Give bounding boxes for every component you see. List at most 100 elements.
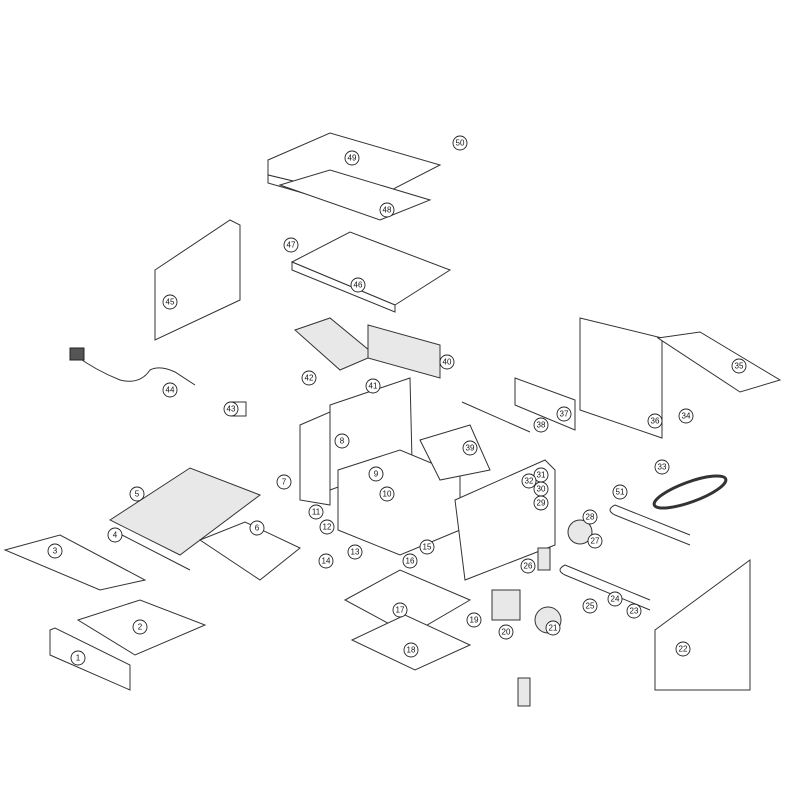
part-callout-50: 50	[452, 135, 468, 151]
part-callout-31: 31	[533, 467, 549, 483]
part-callout-15: 15	[419, 539, 435, 555]
callout-circle	[334, 433, 350, 449]
callout-number: 32	[525, 477, 534, 486]
callout-number: 27	[591, 537, 600, 546]
part-inner-panel	[290, 231, 452, 306]
callout-circle	[308, 504, 324, 520]
part-callout-9: 9	[368, 466, 384, 482]
callout-circle	[162, 294, 178, 310]
part-callout-37: 37	[556, 406, 572, 422]
part-callout-27: 27	[587, 533, 603, 549]
part-callout-6: 6	[249, 520, 265, 536]
part-callout-16: 16	[402, 553, 418, 569]
callout-number: 45	[166, 298, 175, 307]
callout-number: 6	[255, 524, 260, 533]
callout-circle	[276, 474, 292, 490]
part-callout-23: 23	[626, 603, 642, 619]
callout-number: 39	[466, 444, 475, 453]
callout-number: 1	[76, 654, 81, 663]
part-rear-cover	[579, 317, 663, 439]
part-callout-8: 8	[334, 433, 350, 449]
part-callout-47: 47	[283, 237, 299, 253]
callout-circle	[678, 408, 694, 424]
part-callout-39: 39	[462, 440, 478, 456]
part-back-panel	[419, 424, 491, 481]
callout-number: 16	[406, 557, 415, 566]
part-shaft-upper	[461, 401, 531, 433]
callout-circle	[545, 620, 561, 636]
part-control-panel	[367, 324, 441, 379]
part-callout-29: 29	[533, 495, 549, 511]
part-callout-17: 17	[392, 602, 408, 618]
callout-number: 5	[135, 490, 140, 499]
callout-circle	[647, 413, 663, 429]
part-foot-lower	[517, 677, 531, 707]
callout-circle	[626, 603, 642, 619]
callout-circle	[129, 486, 145, 502]
callout-circle	[283, 237, 299, 253]
callout-number: 13	[351, 548, 360, 557]
callout-circle	[132, 619, 148, 635]
part-front-panel	[49, 627, 131, 691]
callout-circle	[533, 417, 549, 433]
callout-number: 18	[407, 646, 416, 655]
callout-circle	[612, 484, 628, 500]
callout-circle	[347, 544, 363, 560]
part-callout-13: 13	[347, 544, 363, 560]
callout-circle	[379, 202, 395, 218]
callout-number: 15	[423, 543, 432, 552]
callout-number: 25	[586, 602, 595, 611]
callout-circle	[365, 378, 381, 394]
callout-circle	[439, 354, 455, 370]
part-motor	[491, 589, 521, 621]
callout-circle	[654, 459, 670, 475]
callout-number: 4	[113, 531, 118, 540]
part-shapes	[3, 132, 782, 707]
callout-number: 10	[383, 490, 392, 499]
part-callout-40: 40	[439, 354, 455, 370]
part-callout-21: 21	[545, 620, 561, 636]
callout-circle	[318, 553, 334, 569]
callout-number: 33	[658, 463, 667, 472]
part-side-panel-left	[154, 219, 241, 341]
callout-number: 41	[369, 382, 378, 391]
callout-number: 30	[537, 485, 546, 494]
callout-number: 28	[586, 513, 595, 522]
callout-circle	[402, 553, 418, 569]
callout-number: 48	[383, 206, 392, 215]
part-power-plug	[69, 347, 85, 361]
callout-number: 14	[322, 557, 331, 566]
part-sprocket-upper	[567, 519, 593, 545]
part-top-tray	[656, 331, 782, 393]
part-callout-42: 42	[301, 370, 317, 386]
callout-number: 24	[611, 595, 620, 604]
callout-number: 42	[305, 374, 314, 383]
callout-circle	[379, 486, 395, 502]
callout-number: 12	[323, 523, 332, 532]
part-callout-32: 32	[521, 473, 537, 489]
part-callout-30: 30	[533, 481, 549, 497]
callout-number: 43	[227, 405, 236, 414]
callout-circle	[533, 467, 549, 483]
callout-number: 49	[348, 154, 357, 163]
part-callout-35: 35	[731, 358, 747, 374]
callout-number: 17	[396, 606, 405, 615]
callout-number: 47	[287, 241, 296, 250]
part-callout-44: 44	[162, 382, 178, 398]
callout-circle	[47, 543, 63, 559]
part-conveyor-belt	[108, 467, 262, 556]
part-foot	[537, 547, 551, 571]
part-callout-18: 18	[403, 642, 419, 658]
callout-circle	[607, 591, 623, 607]
callout-number: 35	[735, 362, 744, 371]
callout-circle	[582, 598, 598, 614]
part-heating-elements	[198, 521, 301, 581]
callout-circle	[162, 382, 178, 398]
part-housing-right	[454, 459, 556, 581]
callout-circle	[582, 509, 598, 525]
callout-number: 26	[524, 562, 533, 571]
callout-circle	[70, 650, 86, 666]
callout-circle	[462, 440, 478, 456]
